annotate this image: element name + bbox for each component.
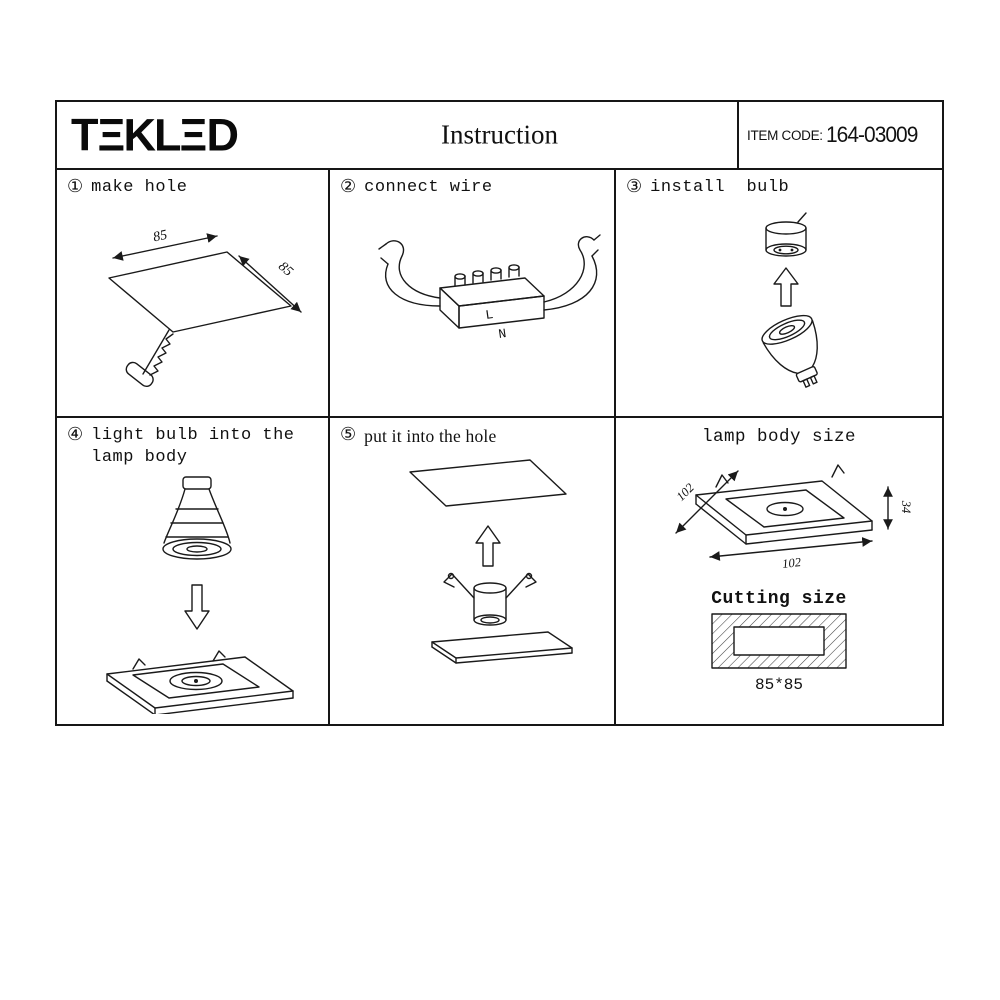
lamp-body-size-drawing: 102 102 34	[674, 464, 913, 571]
panel-step5: ⑤ put it into the hole	[330, 418, 616, 724]
panel-step4: ④ light bulb into the lamp body	[57, 418, 330, 724]
instruction-card: TΞKLΞD Instruction ITEM CODE: 164-03009 …	[55, 100, 944, 726]
step4-number: ④	[67, 426, 84, 446]
step1-label: make hole	[91, 178, 188, 197]
body-dim-height: 34	[899, 500, 913, 514]
terminal-live-label: L	[484, 307, 494, 323]
hole-dim-top: 85	[152, 227, 169, 245]
make-hole-drawing: 85 85	[108, 227, 302, 387]
step3-label: install bulb	[650, 178, 790, 197]
step3-number: ③	[626, 178, 643, 198]
connect-wire-drawing: L N	[378, 233, 601, 342]
panel-step2: ② connect wire L N	[330, 170, 616, 418]
step2-number: ②	[340, 178, 357, 198]
step4-heading: ④ light bulb into the lamp body	[67, 425, 318, 469]
body-dim-bottom: 102	[782, 555, 802, 571]
item-code-label: ITEM CODE:	[747, 127, 823, 143]
hole-dim-right: 85	[275, 259, 295, 280]
step2-heading: ② connect wire	[340, 177, 604, 200]
put-into-hole-drawing	[409, 459, 573, 664]
cutting-size-title: Cutting size	[711, 589, 847, 609]
step5-number: ⑤	[340, 426, 357, 446]
step5-heading: ⑤ put it into the hole	[340, 425, 604, 448]
cutting-size-drawing	[711, 613, 847, 669]
page-title: Instruction	[441, 119, 558, 150]
lamp-body-size-title: lamp body size	[701, 427, 857, 447]
panel-size: lamp body size 102 102 34	[616, 418, 942, 724]
step5-label: put it into the hole	[364, 426, 497, 446]
steps-grid: ① make hole 85 85 ② co	[57, 170, 942, 724]
cutting-size-value: 85*85	[754, 676, 803, 694]
tekled-logo: TΞKLΞD	[71, 109, 239, 161]
step3-heading: ③ install bulb	[626, 177, 932, 200]
step1-number: ①	[67, 178, 84, 198]
panel-step3: ③ install bulb	[616, 170, 942, 418]
install-bulb-drawing	[761, 211, 818, 388]
terminal-neutral-label: N	[497, 326, 507, 342]
body-dim-left: 102	[674, 481, 697, 504]
bulb-into-body-drawing	[106, 476, 294, 715]
header: TΞKLΞD Instruction ITEM CODE: 164-03009	[57, 102, 942, 170]
step2-label: connect wire	[364, 178, 493, 197]
item-code-cell: ITEM CODE: 164-03009	[737, 102, 942, 168]
item-code-value: 164-03009	[825, 122, 918, 147]
step1-heading: ① make hole	[67, 177, 318, 200]
step4-label: light bulb into the lamp body	[91, 426, 295, 468]
panel-step1: ① make hole 85 85	[57, 170, 330, 418]
